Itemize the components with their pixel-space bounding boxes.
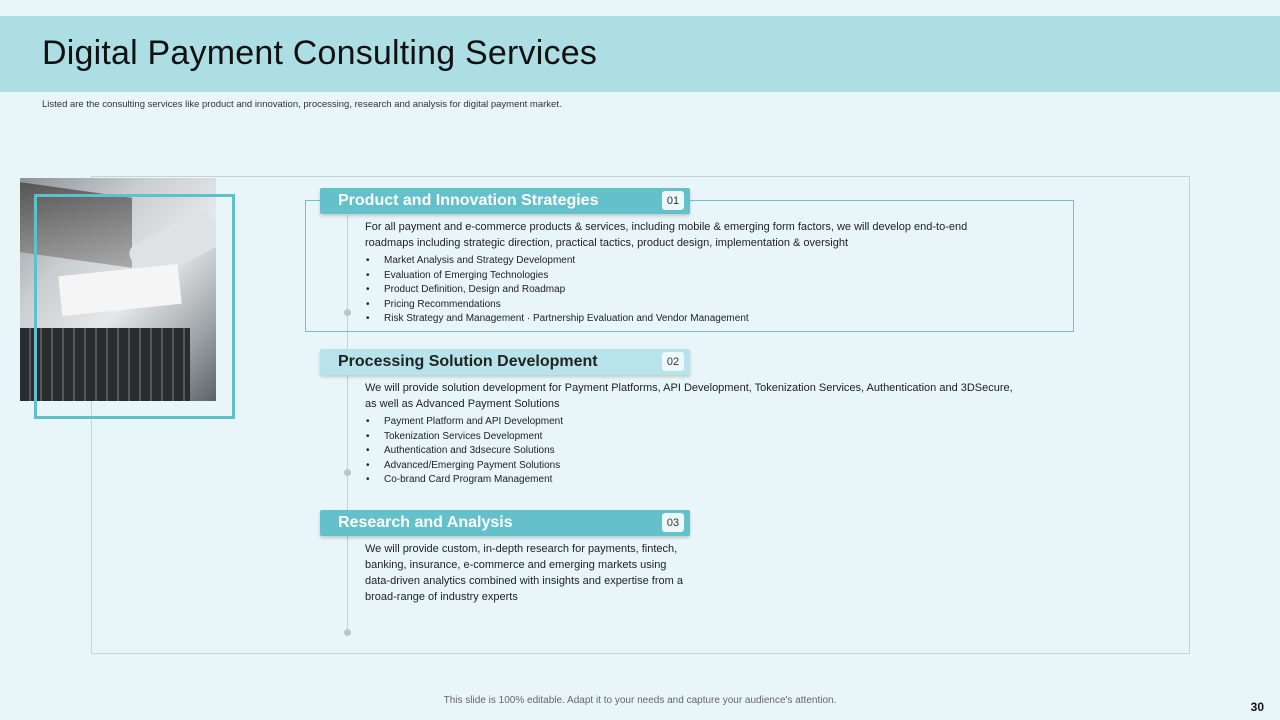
bullet-item: Pricing Recommendations [366, 298, 749, 313]
bullet-item: Product Definition, Design and Roadmap [366, 283, 749, 298]
bullet-item: Tokenization Services Development [366, 430, 563, 445]
timeline-line [347, 215, 348, 633]
slide-subtitle: Listed are the consulting services like … [42, 99, 562, 110]
section-1-heading: Product and Innovation Strategies 01 [320, 188, 690, 214]
section-1-description: For all payment and e-commerce products … [365, 221, 968, 249]
section-3-number: 03 [662, 513, 684, 532]
section-2-description: We will provide solution development for… [365, 382, 1013, 410]
bullet-item: Market Analysis and Strategy Development [366, 254, 749, 269]
section-1-heading-text: Product and Innovation Strategies [338, 192, 599, 209]
timeline-dot [344, 629, 351, 636]
section-2-bullets: Payment Platform and API Development Tok… [366, 415, 563, 488]
section-3-description: We will provide custom, in-depth researc… [365, 543, 683, 603]
section-3-heading-text: Research and Analysis [338, 514, 513, 531]
slide-footer: This slide is 100% editable. Adapt it to… [443, 695, 837, 706]
title-bar [0, 16, 1280, 92]
section-1-number: 01 [662, 191, 684, 210]
timeline-dot [344, 469, 351, 476]
laptop-photo [20, 178, 216, 401]
timeline-dot [344, 309, 351, 316]
bullet-item: Advanced/Emerging Payment Solutions [366, 459, 563, 474]
bullet-item: Evaluation of Emerging Technologies [366, 269, 749, 284]
content-frame [91, 176, 1190, 654]
slide-title: Digital Payment Consulting Services [42, 34, 598, 72]
bullet-item: Co-brand Card Program Management [366, 473, 563, 488]
photo-frame [34, 194, 235, 419]
section-1-bullets: Market Analysis and Strategy Development… [366, 254, 749, 327]
photo-keyboard [20, 328, 190, 401]
bullet-item: Authentication and 3dsecure Solutions [366, 444, 563, 459]
bullet-item: Payment Platform and API Development [366, 415, 563, 430]
bullet-item: Risk Strategy and Management · Partnersh… [366, 312, 749, 327]
section-2-number: 02 [662, 352, 684, 371]
section-2-heading-text: Processing Solution Development [338, 353, 598, 370]
section-3-heading: Research and Analysis 03 [320, 510, 690, 536]
page-number: 30 [1250, 700, 1264, 714]
section-2-heading: Processing Solution Development 02 [320, 349, 690, 375]
